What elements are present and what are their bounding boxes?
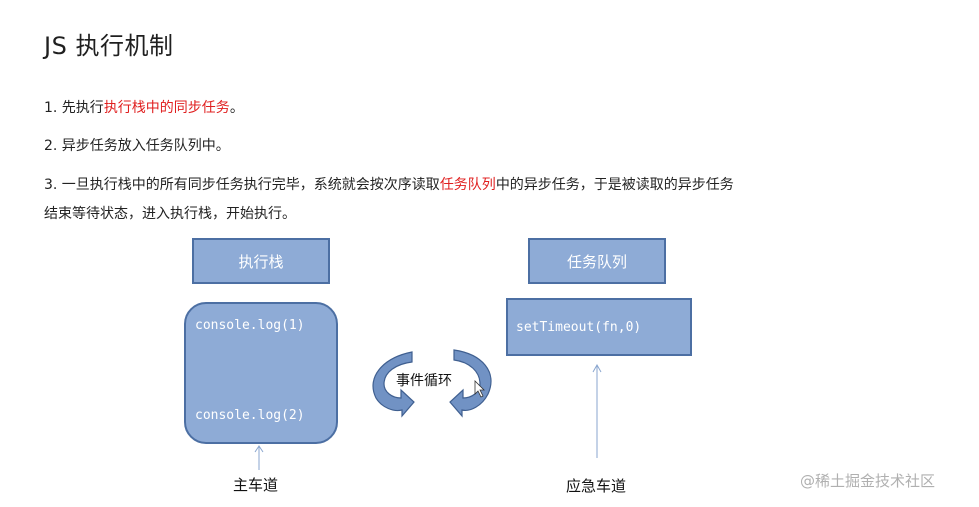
step-1-prefix: 1. 先执行 <box>44 100 104 116</box>
step-3-suffix: 中的异步任务，于是被读取的异步任务 <box>495 177 734 193</box>
queue-code: setTimeout(fn,0) <box>516 320 642 335</box>
main-lane-arrow <box>254 445 264 470</box>
stack-code-2: console.log(2) <box>195 408 305 423</box>
step-3-line2: 结束等待状态，进入执行栈，开始执行。 <box>44 206 296 222</box>
execution-stack-box: console.log(1) console.log(2) <box>184 302 338 444</box>
step-3-text: 3. 一旦执行栈中的所有同步任务执行完毕，系统就会按次序读取任务队列中的异步任务… <box>44 174 734 194</box>
step-1-highlight: 执行栈中的同步任务 <box>103 100 230 116</box>
stack-code-1: console.log(1) <box>195 318 305 333</box>
step-1-suffix: 。 <box>229 100 244 116</box>
event-loop-arrows <box>372 349 492 418</box>
step-2-text: 2. 异步任务放入任务队列中。 <box>44 138 230 154</box>
page-title: JS 执行机制 <box>44 32 174 60</box>
step-1-text: 1. 先执行执行栈中的同步任务。 <box>44 97 244 117</box>
task-queue-label: 任务队列 <box>528 238 666 284</box>
watermark: @稀土掘金技术社区 <box>800 472 936 490</box>
execution-stack-label: 执行栈 <box>192 238 330 284</box>
emergency-lane-arrow <box>592 363 602 458</box>
emergency-lane-label: 应急车道 <box>566 477 627 495</box>
step-3-prefix: 3. 一旦执行栈中的所有同步任务执行完毕，系统就会按次序读取 <box>44 177 440 193</box>
event-loop-label: 事件循环 <box>396 373 452 389</box>
mouse-cursor-icon <box>474 380 485 398</box>
task-queue-box: setTimeout(fn,0) <box>506 298 692 356</box>
step-3-highlight: 任务队列 <box>439 177 496 193</box>
main-lane-label: 主车道 <box>233 476 279 494</box>
